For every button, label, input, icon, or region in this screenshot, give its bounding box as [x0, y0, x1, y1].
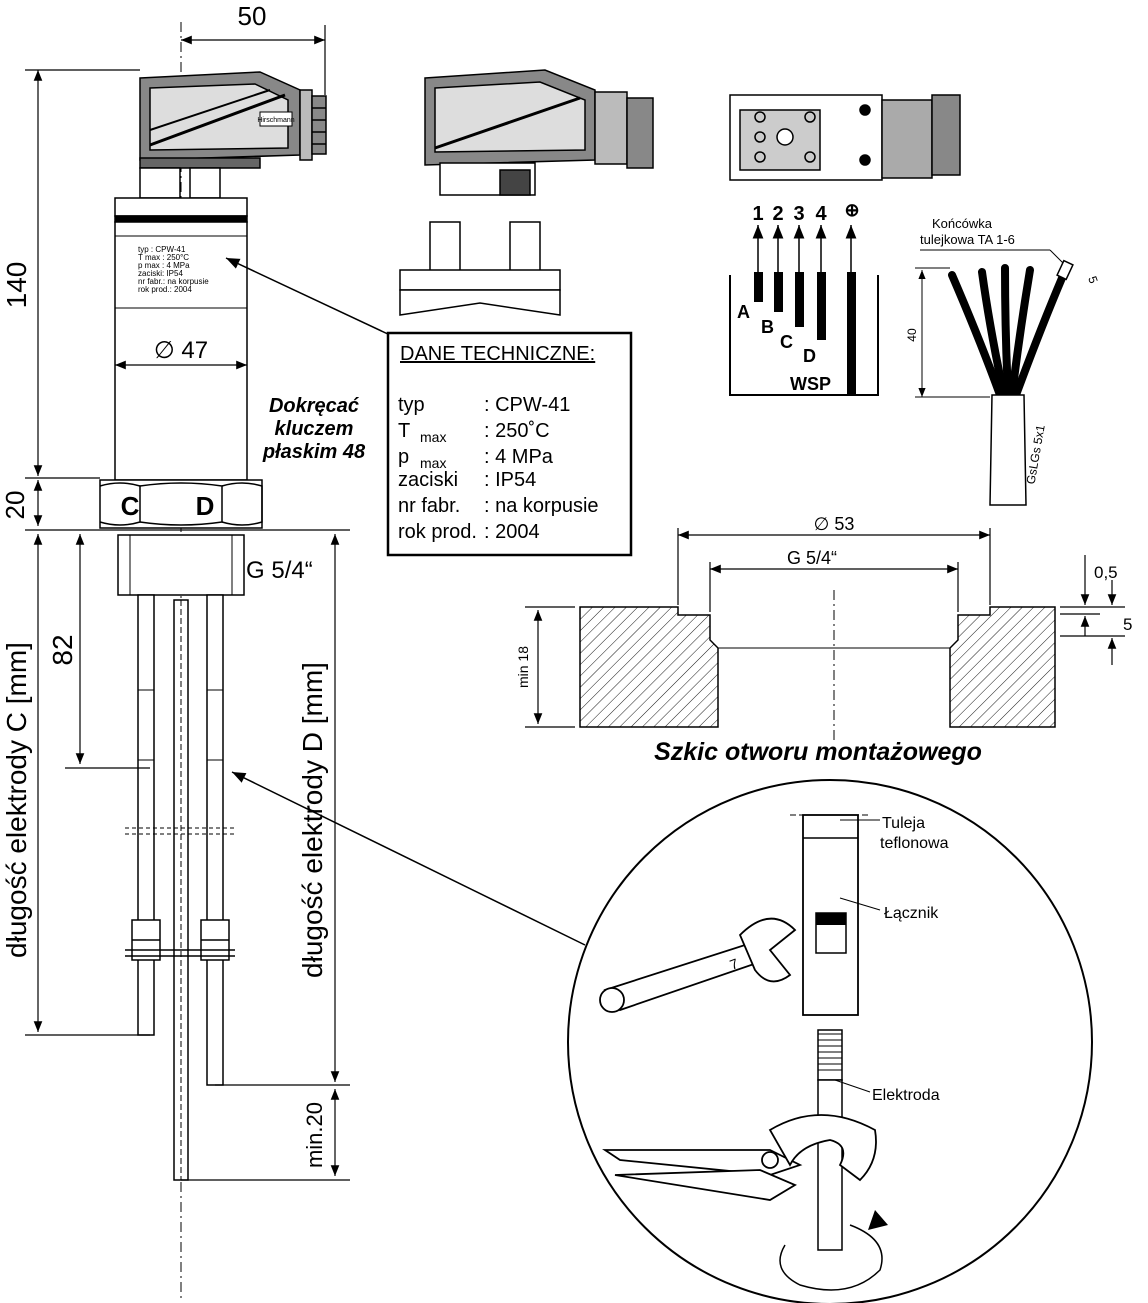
svg-text:rok prod.: rok prod. — [398, 521, 477, 543]
svg-text:nr fabr.: na korpusie: nr fabr.: na korpusie — [138, 277, 209, 286]
svg-text:płaskim 48: płaskim 48 — [262, 441, 366, 463]
dim-min-18: min 18 — [515, 646, 531, 688]
dim-top-width: 50 — [238, 1, 267, 31]
dim-5: 5 — [1123, 615, 1132, 634]
wiring-diagram: 1 2 3 4 ⊕ A B C D WSP — [729, 200, 879, 396]
svg-text:T max : 250°C: T max : 250°C — [138, 253, 189, 262]
hex-nut — [99, 479, 263, 529]
label-teflon-sleeve-2: teflonowa — [880, 835, 949, 852]
svg-text:zaciski: IP54: zaciski: IP54 — [138, 269, 183, 278]
pointer-label-plate — [225, 257, 391, 336]
main-dimensions — [25, 25, 350, 1181]
detail-circle: 7 Tuleja teflonowa Łącznik Elektroda — [567, 779, 1093, 1303]
svg-text:rok prod.: 2004: rok prod.: 2004 — [138, 285, 192, 294]
pliers-icon — [602, 1114, 877, 1201]
svg-text:: 4 MPa: : 4 MPa — [484, 446, 554, 468]
nut-letter-c: C — [121, 491, 140, 521]
svg-text:GsLGs 5x1: GsLGs 5x1 — [1023, 423, 1047, 485]
svg-text:: 2004: : 2004 — [484, 521, 540, 543]
tech-data-box: DANE TECHNICZNE: typ : CPW-41 T max : 25… — [386, 331, 633, 557]
thread-section — [117, 534, 245, 596]
connector-side-view-2 — [424, 69, 654, 196]
wrench-icon: 7 — [599, 917, 797, 1013]
svg-text:p: p — [398, 446, 409, 468]
svg-text:p max : 4 MPa: p max : 4 MPa — [138, 261, 190, 270]
electrode-label-c: C — [780, 332, 793, 352]
connector-top-view — [729, 94, 961, 181]
label-teflon-sleeve-1: Tuleja — [882, 815, 925, 832]
electrode-label-a: A — [737, 302, 750, 322]
wire-b — [774, 272, 783, 312]
mounting-hole-title: Szkic otworu montażowego — [654, 738, 982, 766]
pin-3: 3 — [793, 203, 804, 225]
thread-label: G 5/4“ — [246, 557, 313, 584]
rotation-arrow-icon — [779, 1224, 883, 1291]
svg-text:Końcówka: Końcówka — [932, 216, 993, 231]
dim-0-5: 0,5 — [1094, 563, 1118, 582]
svg-text:5: 5 — [1085, 274, 1101, 285]
svg-text:: 250˚C: : 250˚C — [484, 420, 550, 442]
svg-text:tulejkowa TA 1-6: tulejkowa TA 1-6 — [920, 232, 1015, 247]
dim-diameter-47: ∅ 47 — [154, 337, 208, 364]
svg-text:DANE TECHNICZNE:: DANE TECHNICZNE: — [400, 343, 595, 365]
wire-a — [754, 272, 763, 302]
label-electrode-d-length: długość elektrody D [mm] — [297, 662, 328, 978]
svg-text:: na korpusie: : na korpusie — [484, 495, 599, 517]
dim-min-20: min.20 — [302, 1102, 327, 1168]
pointer-detail — [231, 771, 586, 946]
electrode-d — [200, 594, 230, 1086]
pin-1: 1 — [752, 203, 763, 225]
dim-length-82: 82 — [47, 634, 78, 665]
pin-4: 4 — [815, 203, 827, 225]
label-coupler: Łącznik — [884, 905, 939, 922]
svg-text:zaciski: zaciski — [398, 469, 458, 491]
ground-symbol-icon: ⊕ — [844, 200, 859, 220]
dim-height-20: 20 — [0, 491, 30, 520]
svg-text:Hirschmann: Hirschmann — [257, 117, 294, 124]
label-electrode-c-length: długość elektrody C [mm] — [1, 642, 32, 958]
svg-text:nr fabr.: nr fabr. — [398, 495, 460, 517]
svg-text:: IP54: : IP54 — [484, 469, 536, 491]
wire-common — [847, 272, 856, 394]
svg-text:max: max — [420, 429, 446, 445]
mounting-hole-sketch: ∅ 53 G 5/4“ 0,5 5 min 18 Szkic otworu mo… — [515, 514, 1132, 766]
svg-text:Dokręcać: Dokręcać — [269, 395, 360, 417]
svg-text:typ: typ — [398, 394, 425, 416]
svg-text:typ : CPW-41: typ : CPW-41 — [138, 245, 186, 254]
label-plate: typ : CPW-41 T max : 250°C p max : 4 MPa… — [138, 117, 295, 294]
svg-text:: CPW-41: : CPW-41 — [484, 394, 570, 416]
tightening-note: Dokręcać kluczem płaskim 48 — [262, 395, 366, 463]
dim-height-140: 140 — [1, 262, 32, 309]
wire-c — [795, 272, 804, 327]
body-cap — [114, 197, 248, 217]
connector-base-view — [399, 221, 561, 316]
hole-diameter: ∅ 53 — [814, 514, 855, 534]
svg-text:T: T — [398, 420, 410, 442]
electrode-label-b: B — [761, 317, 774, 337]
svg-text:max: max — [420, 455, 446, 471]
connector-head — [139, 71, 327, 199]
svg-text:40: 40 — [905, 328, 919, 342]
cable-detail: Końcówka tulejkowa TA 1-6 GsLGs 5x1 40 5 — [905, 216, 1101, 506]
electrode-rod — [817, 1029, 843, 1251]
pin-2: 2 — [772, 203, 783, 225]
electrode-label-d: D — [803, 346, 816, 366]
sensor-body — [114, 221, 248, 481]
body-ring — [114, 215, 248, 223]
wire-d — [817, 272, 826, 340]
hole-thread: G 5/4“ — [787, 548, 837, 568]
svg-text:kluczem: kluczem — [275, 418, 354, 440]
sensor-side-view — [99, 22, 327, 1300]
label-electrode: Elektroda — [872, 1087, 940, 1104]
common-label: WSP — [790, 374, 831, 394]
electrode-c — [131, 594, 161, 1036]
nut-letter-d: D — [196, 491, 215, 521]
